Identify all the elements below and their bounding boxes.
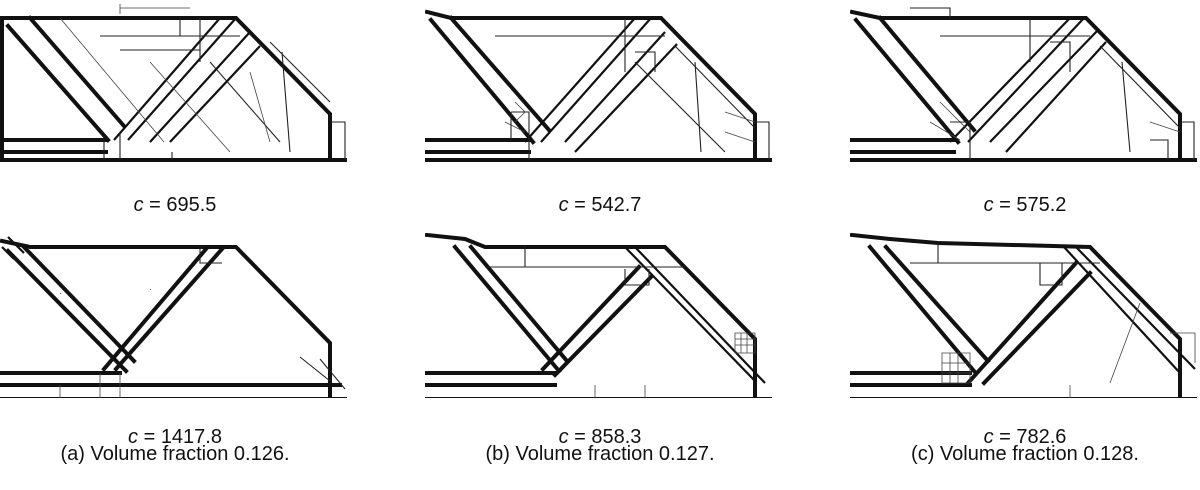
caption-a: (a) Volume fraction 0.126. xyxy=(60,443,290,465)
truss-structure-a1 xyxy=(0,2,350,167)
truss-structure-c1 xyxy=(850,2,1200,167)
c-value-c1: c = 575.2 xyxy=(983,194,1067,216)
c-value-a1: c = 695.5 xyxy=(133,194,217,216)
caption-c: (c) Volume fraction 0.128. xyxy=(911,443,1139,465)
truss-structure-a2 xyxy=(0,233,350,398)
c-value-b1: c = 542.7 xyxy=(558,194,642,216)
truss-structure-c2 xyxy=(850,233,1200,398)
c-value-c2: c = 782.6 xyxy=(983,426,1067,448)
c-value-b2: c = 858.3 xyxy=(558,426,642,448)
caption-b: (b) Volume fraction 0.127. xyxy=(485,443,715,465)
truss-structure-b2 xyxy=(425,233,775,398)
c-value-a2: c = 1417.8 xyxy=(128,426,222,448)
truss-structure-b1 xyxy=(425,2,775,167)
